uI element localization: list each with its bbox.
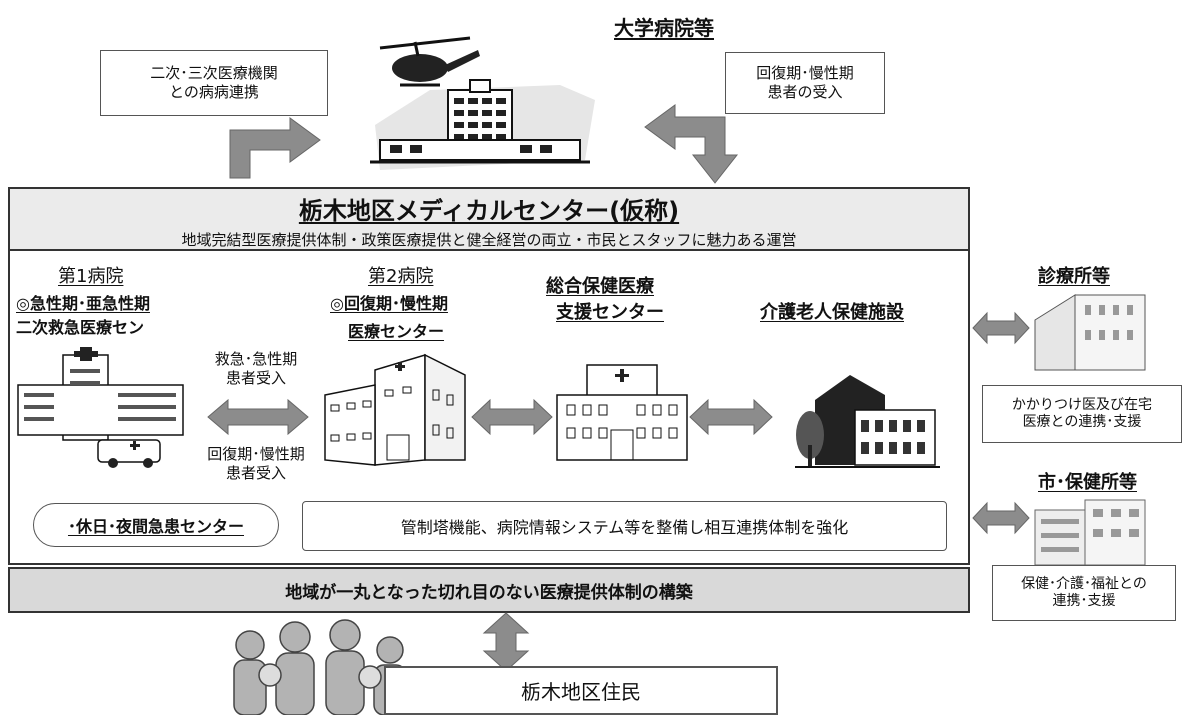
clinic-note-line2: 医療との連携･支援 — [1022, 414, 1142, 430]
support-line1: 総合保健医療 — [546, 276, 654, 297]
emergency-center-box: ･休日･夜間急患センター — [33, 503, 279, 547]
hospital1-line1: ◎急性期･亜急性期 — [16, 294, 150, 313]
double-arrow-h1-h2-icon — [207, 398, 309, 436]
transfer-top-line1: 救急･急性期 — [214, 350, 298, 368]
transfer-top-note: 救急･急性期 患者受入 — [196, 350, 316, 388]
university-label: 大学病院等 — [614, 16, 714, 40]
clinic-note-box: かかりつけ医及び在宅 医療との連携･支援 — [982, 385, 1182, 443]
clinic-building-icon — [1034, 294, 1146, 371]
transfer-bottom-note: 回復期･慢性期 患者受入 — [190, 445, 322, 483]
emergency-center-label: ･休日･夜間急患センター — [67, 517, 244, 536]
ambulance-icon — [97, 439, 161, 468]
hospital2-building-icon — [324, 353, 466, 466]
clinic-label: 診療所等 — [1038, 266, 1110, 287]
nursing-facility-icon — [795, 375, 940, 468]
transfer-bottom-line1: 回復期･慢性期 — [207, 445, 305, 463]
bent-arrow-left-icon — [229, 117, 321, 179]
double-arrow-clinic-icon — [972, 311, 1030, 345]
nursing-name: 介護老人保健施設 — [760, 302, 904, 323]
health-support-building-icon — [556, 364, 688, 461]
transfer-top-line2: 患者受入 — [225, 368, 286, 387]
transfer-bottom-line2: 患者受入 — [225, 463, 286, 482]
hospital2-name: 第2病院 — [368, 266, 434, 287]
center-subtitle: 地域完結型医療提供体制・政策医療提供と健全経営の両立・市民とスタッフに魅力ある運… — [181, 231, 797, 249]
hospital2-line1: ◎回復期･慢性期 — [330, 294, 448, 313]
center-title-box: 栃木地区メディカルセンター(仮称) 地域完結型医療提供体制・政策医療提供と健全経… — [8, 187, 970, 251]
clinic-note-line1: かかりつけ医及び在宅 — [1011, 396, 1153, 413]
bottom-bar: 地域が一丸となった切れ目のない医療提供体制の構築 — [8, 567, 970, 613]
city-label: 市･保健所等 — [1038, 472, 1137, 493]
helicopter-icon — [379, 36, 480, 87]
double-arrow-city-icon — [972, 501, 1030, 535]
city-note-line1: 保健･介護･福祉との — [1021, 575, 1147, 592]
residents-label: 栃木地区住民 — [521, 680, 641, 704]
hospital1-name: 第1病院 — [58, 266, 124, 287]
city-office-building-icon — [1034, 499, 1146, 566]
main-frame — [8, 251, 970, 565]
hospital-building-icon — [370, 79, 590, 164]
residents-group-icon — [233, 619, 407, 715]
hospital1-line2: 二次救急医療セン — [16, 318, 145, 337]
right-top-note: 回復期･慢性期 患者の受入 — [725, 52, 885, 114]
city-note-box: 保健･介護･福祉との 連携･支援 — [992, 565, 1176, 621]
residents-box: 栃木地区住民 — [384, 666, 778, 715]
city-note-line2: 連携･支援 — [1052, 593, 1116, 609]
right-top-note-line2: 患者の受入 — [767, 83, 843, 101]
hospital1-building-icon — [17, 347, 184, 468]
control-tower-text: 管制塔機能、病院情報システム等を整備し相互連携体制を強化 — [400, 518, 849, 537]
left-top-note-line1: 二次･三次医療機関 — [150, 64, 278, 83]
center-title: 栃木地区メディカルセンター(仮称) — [298, 197, 680, 225]
support-line2: 支援センター — [556, 302, 664, 323]
right-top-note-line1: 回復期･慢性期 — [756, 64, 854, 83]
bottom-bar-text: 地域が一丸となった切れ目のない医療提供体制の構築 — [285, 582, 693, 603]
double-arrow-support-nursing-icon — [689, 398, 773, 436]
vertical-double-arrow-icon — [482, 612, 530, 672]
double-arrow-h2-support-icon — [471, 398, 553, 436]
left-top-note-line2: との病病連携 — [169, 83, 259, 101]
bent-arrow-right-icon — [644, 104, 739, 184]
left-top-note: 二次･三次医療機関 との病病連携 — [100, 50, 328, 116]
hospital2-line2: 医療センター — [348, 322, 445, 341]
control-tower-box: 管制塔機能、病院情報システム等を整備し相互連携体制を強化 — [302, 501, 947, 551]
university-hospital-illustration — [370, 36, 595, 170]
